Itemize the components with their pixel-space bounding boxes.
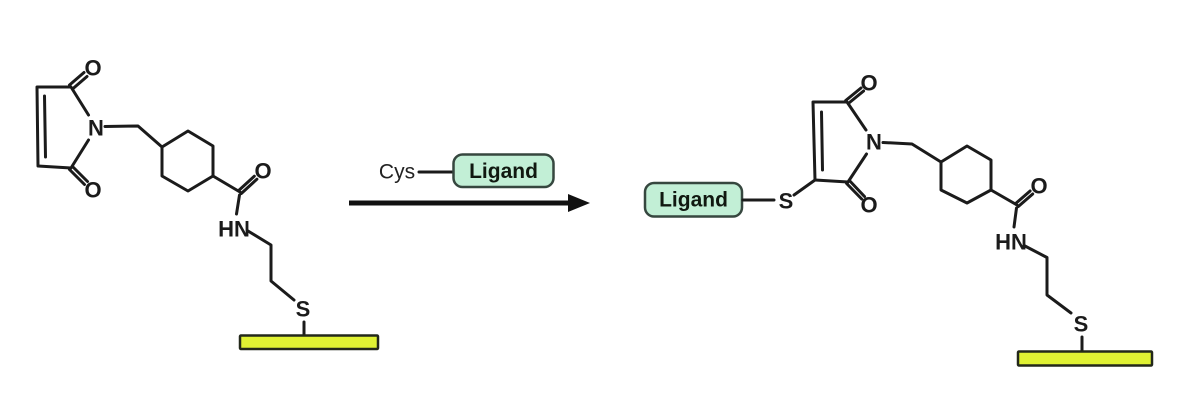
carbonyl-top-double-bond — [68, 71, 89, 91]
carbonyl-bottom-double-bond — [845, 179, 866, 201]
ethylene-chain-bonds — [246, 229, 296, 302]
ring-bond-to-nitrogen-bottom — [846, 152, 868, 184]
amide-carbonyl-double-bond — [237, 174, 259, 195]
maleimide-ring-edges — [35, 85, 72, 170]
oxygen-label: O — [84, 56, 101, 81]
product-molecule: Ligand S O N O O HN — [643, 71, 1154, 367]
alkene-double-bond-line — [43, 94, 47, 159]
oxygen-label: O — [1030, 174, 1047, 199]
methylene-linker-bond — [881, 141, 943, 164]
nitrogen-label: N — [866, 130, 882, 155]
cyclohexane-ring — [160, 129, 215, 193]
sensor-surface-bar — [1016, 350, 1154, 367]
sulfur-label: S — [1074, 312, 1089, 337]
reactant-molecule: O N O O HN S — [35, 56, 380, 351]
sulfur-label: S — [779, 189, 794, 214]
carbonyl-bottom-double-bond — [68, 165, 89, 186]
oxygen-label: O — [84, 178, 101, 203]
ring-bond-to-nitrogen-top — [845, 100, 868, 132]
ligand-box — [452, 153, 555, 189]
methylene-linker-bond — [103, 124, 164, 149]
ligand-label: Ligand — [659, 189, 728, 212]
ring-bond-to-nitrogen-top — [69, 85, 90, 117]
ring-to-carbonyl-bond — [989, 188, 1019, 207]
reaction-arrow-head — [568, 194, 590, 212]
reaction-conditions: Cys Ligand — [349, 153, 590, 212]
nitrogen-label: N — [88, 116, 104, 141]
oxygen-label: O — [860, 193, 877, 218]
amide-carbonyl-double-bond — [1014, 189, 1035, 208]
sensor-surface-bar — [238, 334, 380, 351]
maleimide-ring-edges — [811, 100, 849, 184]
ring-to-carbonyl-bond — [211, 174, 242, 194]
oxygen-label: O — [254, 159, 271, 184]
ring-bond-to-nitrogen-bottom — [69, 138, 90, 170]
oxygen-label: O — [860, 71, 877, 96]
amide-nh-label: HN — [218, 217, 250, 242]
amide-nh-label: HN — [995, 230, 1027, 255]
ligand-label: Ligand — [469, 160, 538, 183]
sulfur-to-ring-bond — [792, 178, 817, 197]
ethylene-chain-bonds — [1022, 244, 1073, 315]
cyclohexane-ring — [939, 144, 993, 205]
carbonyl-to-nh-bond — [235, 193, 241, 216]
alkene-double-bond-line — [820, 110, 824, 172]
sulfur-label: S — [296, 297, 311, 322]
carbonyl-to-nh-bond — [1012, 206, 1018, 229]
carbonyl-top-double-bond — [844, 86, 866, 105]
cysteine-label: Cys — [379, 161, 415, 184]
